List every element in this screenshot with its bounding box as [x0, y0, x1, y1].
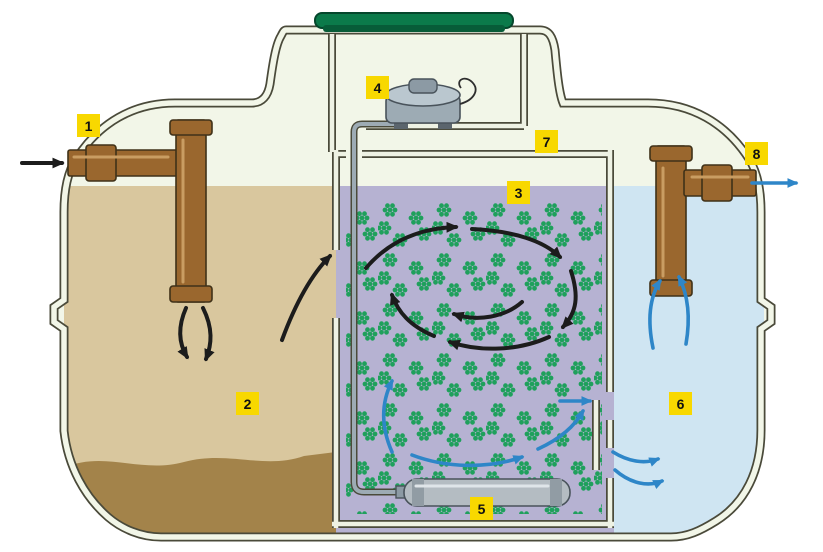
lower-exit-arrow [611, 450, 661, 467]
label-8: 8 [745, 142, 768, 165]
aerated-flow-arrow [536, 408, 585, 451]
clarifier-rise-arrow [648, 278, 662, 350]
access-lid-rim [323, 25, 505, 32]
air-diffuser [395, 478, 571, 507]
settle-arrow [201, 306, 215, 362]
label-3: 3 [507, 181, 530, 204]
pump-foot [394, 121, 408, 129]
final-clarifier-chamber [614, 186, 764, 537]
reactor-frame-wall [329, 34, 614, 528]
label-4: 4 [366, 76, 389, 99]
pump-foot [438, 121, 452, 129]
circulation-arrow [447, 335, 551, 351]
circulation-arrow [390, 292, 436, 338]
flow-arrows-blue [382, 178, 799, 490]
air-pump [385, 77, 477, 129]
diffuser-band [412, 479, 424, 506]
lower-exit-arrow [613, 468, 665, 490]
circulation-arrow [364, 221, 459, 270]
diffuser-band [550, 479, 562, 506]
aerated-flow-arrow [410, 453, 525, 468]
air-line [352, 122, 400, 494]
sludge-layer [64, 452, 336, 537]
circulation-arrow [451, 300, 524, 323]
label-1: 1 [77, 114, 100, 137]
flow-arrows-dark [20, 157, 578, 362]
circulation-arrow [561, 269, 578, 329]
tank-wall-band [51, 27, 774, 540]
transfer-arrow [280, 254, 332, 342]
clarifier-rise-arrow [677, 274, 690, 346]
pump-cap [408, 78, 438, 94]
label-2: 2 [236, 392, 259, 415]
pipe-highlights [72, 138, 750, 284]
label-6: 6 [669, 392, 692, 415]
power-cord [458, 77, 477, 105]
label-7: 7 [535, 130, 558, 153]
settle-arrow [177, 306, 189, 360]
label-5: 5 [470, 497, 493, 520]
aerated-flow-arrow [382, 378, 394, 454]
circulation-arrow [470, 227, 562, 259]
